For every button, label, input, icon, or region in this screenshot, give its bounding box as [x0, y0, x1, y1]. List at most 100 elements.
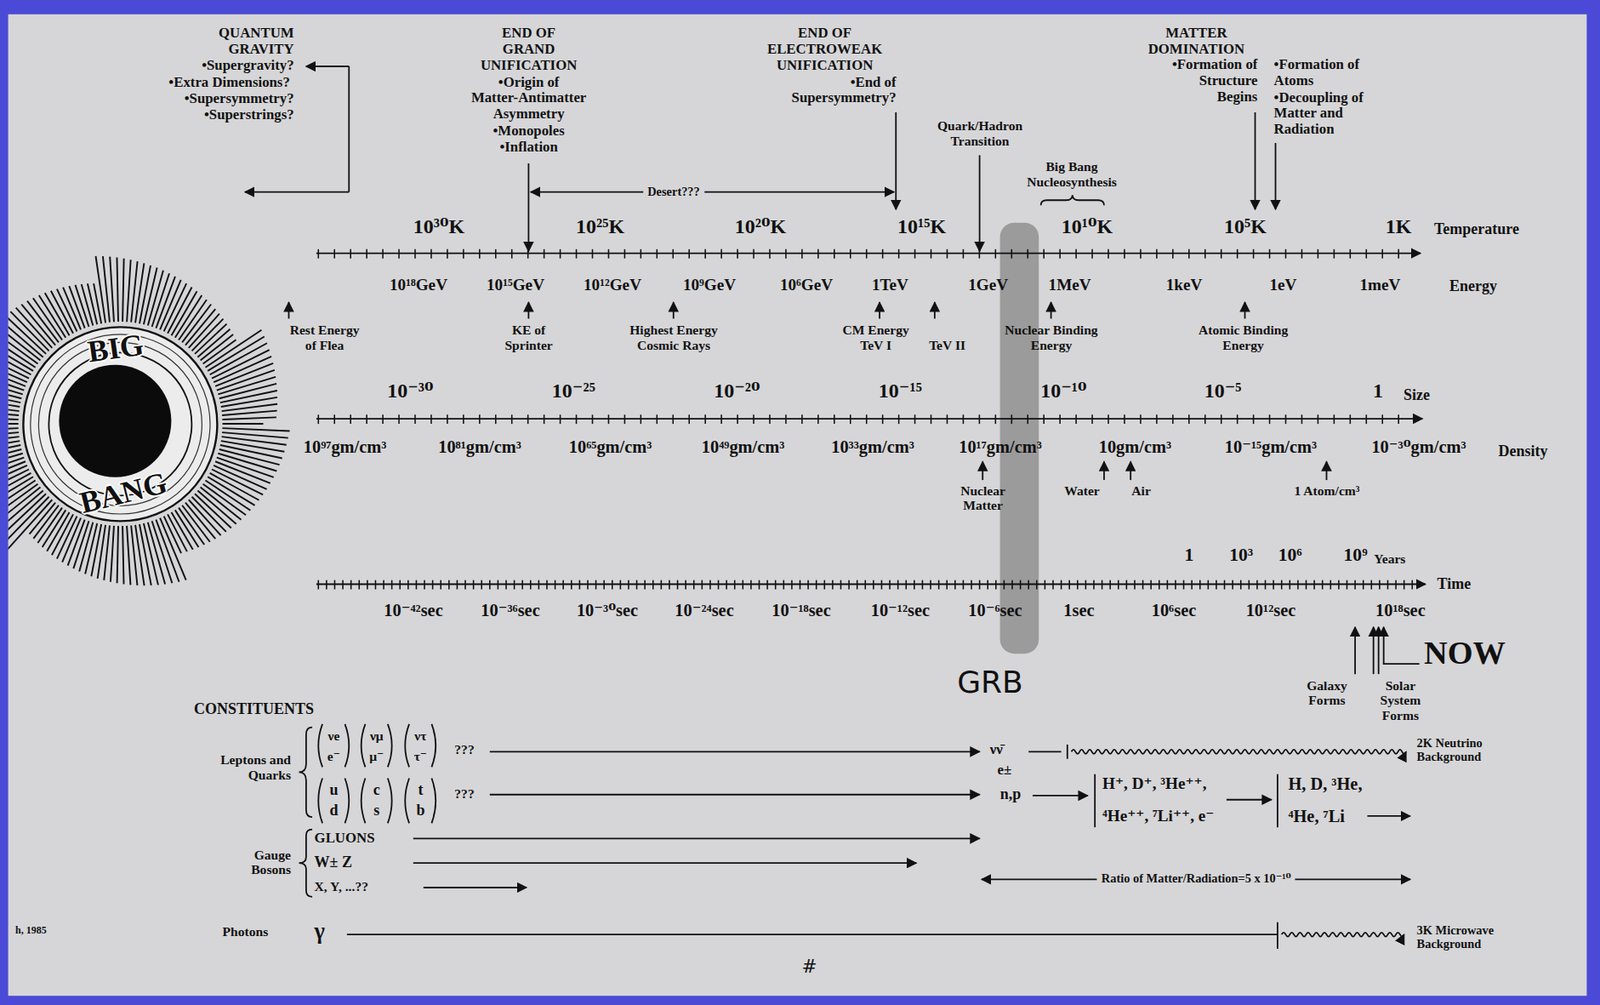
divider — [1276, 774, 1279, 827]
ray — [8, 457, 25, 476]
label-text: X, Y, ...?? — [314, 878, 369, 894]
arrow — [244, 191, 349, 194]
arrow — [423, 886, 527, 889]
label-text: 10⁻³⁶sec — [480, 600, 540, 621]
label-text: 10⁶GeV — [780, 275, 833, 295]
ray — [203, 483, 247, 516]
ray — [8, 479, 36, 514]
ray — [216, 457, 274, 478]
ray — [8, 489, 44, 532]
label-text: GLUONS — [314, 830, 376, 847]
label-text: μ⁻ — [369, 748, 384, 763]
ray — [97, 524, 106, 579]
curly-brace — [298, 829, 313, 897]
neutrino-line — [1028, 750, 1061, 752]
label-text: 1GeV — [967, 275, 1008, 295]
arrow — [489, 793, 980, 796]
label-text: H⁺, D⁺, ³He⁺⁺, — [1102, 774, 1207, 793]
label-text: 1TeV — [871, 275, 909, 295]
label-text: Solar System Forms — [1380, 677, 1422, 723]
bracket-line — [347, 66, 350, 193]
arrow — [306, 65, 349, 68]
ray — [56, 516, 78, 559]
label-text: •Formation of Atoms — [1274, 56, 1361, 90]
ray — [8, 411, 19, 416]
arrow — [413, 837, 980, 839]
ray — [110, 525, 114, 582]
label-text: 1 — [1372, 379, 1384, 403]
label-text: •Supergravity? — [201, 57, 294, 75]
ray — [109, 256, 114, 323]
label-text: •Origin of Matter-Antimatter Asymmetry — [471, 74, 587, 123]
arrow — [1254, 112, 1257, 210]
ray — [139, 523, 152, 586]
arrow — [1226, 798, 1272, 801]
label-text: 10³³gm/cm³ — [831, 437, 915, 457]
ray — [192, 496, 227, 532]
ray — [33, 505, 59, 539]
grey-panel — [8, 14, 1588, 996]
label-text: •Superstrings? — [204, 107, 295, 124]
ray — [171, 512, 194, 550]
label-text: Time — [1437, 575, 1472, 593]
big-bang-circle: BIGBANG — [21, 324, 220, 524]
ray — [8, 432, 19, 437]
label-text: Density — [1498, 442, 1549, 460]
label-text: ⁴He, ⁷Li — [1287, 806, 1345, 826]
wavy-line — [1071, 749, 1407, 754]
arrow — [413, 861, 917, 864]
label-text: 10⁻¹⁰ — [1040, 379, 1087, 403]
ray — [200, 334, 234, 361]
label-text: •End of Supersymmetry? — [791, 74, 897, 108]
ray — [159, 518, 187, 581]
label-text: 10¹⁵K — [897, 215, 946, 239]
arrow — [1244, 301, 1247, 319]
ray — [102, 256, 110, 323]
label-text: TeV II — [928, 337, 966, 353]
ray — [39, 295, 66, 338]
ray — [213, 356, 272, 382]
label-text: 10⁻³⁰gm/cm³ — [1371, 437, 1466, 457]
label-text: e± — [996, 762, 1012, 779]
label-text: 3K Microwave Background — [1417, 922, 1494, 951]
label-text: e⁻ — [327, 748, 341, 763]
label-text: 10⁵K — [1224, 215, 1267, 239]
label-text: Quark/Hadron Transition — [937, 118, 1023, 149]
label-text: Highest Energy Cosmic Rays — [629, 322, 718, 353]
ray — [46, 512, 69, 552]
label-text: 10²⁰K — [734, 215, 786, 239]
ray — [221, 440, 285, 452]
label-text: Nuclear Binding Energy — [1004, 322, 1098, 353]
label-text: NOW — [1423, 634, 1506, 672]
label-text: QUANTUM GRAVITY — [218, 25, 295, 58]
label-text: 10¹²GeV — [583, 275, 642, 295]
label-text: 10⁶ — [1278, 544, 1303, 565]
temperature-axis — [316, 252, 1421, 255]
label-text: ??? — [454, 741, 474, 757]
label-text: 2K Neutrino Background — [1417, 735, 1483, 763]
label-text: 10⁻²⁴sec — [674, 600, 734, 621]
label-text: 10⁻¹⁵ — [878, 379, 923, 403]
ray — [8, 440, 21, 450]
label-text: Leptons and Quarks — [220, 751, 291, 782]
ray — [122, 525, 124, 584]
label-text: 10¹⁷gm/cm³ — [958, 437, 1042, 457]
divider — [1093, 774, 1096, 827]
label-text: 10gm/cm³ — [1098, 437, 1172, 457]
ray — [135, 262, 144, 323]
ray — [51, 290, 74, 334]
arrow — [933, 301, 936, 319]
label-text: 1 — [1184, 544, 1195, 565]
label-text: 10³⁰K — [413, 215, 465, 239]
ray — [117, 525, 119, 583]
arrow — [1377, 626, 1380, 674]
label-text: 10¹²sec — [1246, 600, 1297, 621]
ray — [8, 422, 19, 425]
ray — [222, 404, 278, 411]
ring — [23, 326, 218, 521]
ray — [197, 489, 236, 524]
arrow — [1032, 794, 1088, 797]
ray — [126, 525, 131, 585]
arrow — [1129, 461, 1132, 480]
label-text: 10⁶sec — [1151, 600, 1197, 621]
